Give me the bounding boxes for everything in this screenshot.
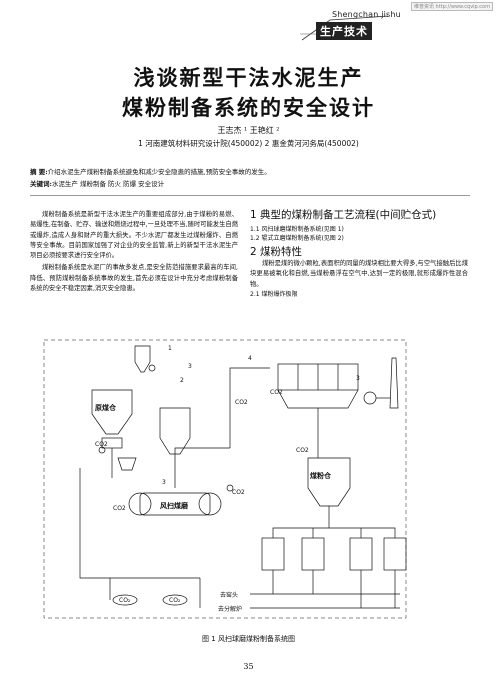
paragraph: 煤粉是煤的微小颗粒,表面积的同量的煤块相比要大得多,与空气接触后比煤块更易被氧化… — [250, 260, 468, 288]
section-badge: 生产技术 — [316, 22, 372, 40]
keywords-text: 水泥生产 煤粉制备 防火 防爆 安全设计 — [51, 180, 165, 188]
body-right-column: 1 典型的煤粉制备工艺流程(中间贮仓式) 1.1 风扫球磨煤粉制备系统(见图 1… — [250, 208, 468, 299]
label-raw-coal-bin: 原煤仓 — [95, 403, 117, 412]
label-co2: CO2 — [235, 399, 248, 406]
keywords: 关键词:水泥生产 煤粉制备 防火 防爆 安全设计 — [30, 178, 470, 188]
coal-powder-bin-shape — [307, 457, 351, 507]
section-badge-latin: Shengchan jishu — [332, 10, 401, 19]
label-to-kiln-head: 去窑头 — [220, 591, 238, 599]
label-number-3: 3 — [188, 363, 192, 370]
label-co2-tank-2: CO₂ — [169, 597, 181, 604]
subsection-heading-2-1: 2.1 煤粉爆炸极限 — [250, 290, 298, 298]
paragraph: 煤粉制备系统是新型干法水泥生产的重要组成部分,由于煤粉的易燃、易爆性,在制备、贮… — [30, 211, 238, 260]
label-number-3: 3 — [162, 479, 166, 486]
raw-coal-bin-shape — [91, 389, 133, 435]
body-left-column: 煤粉制备系统是新型干法水泥生产的重要组成部分,由于煤粉的易燃、易爆性,在制备、贮… — [30, 210, 238, 296]
label-co2: CO2 — [95, 441, 108, 448]
label-number-2: 2 — [180, 377, 184, 384]
label-number-1: 1 — [168, 345, 172, 352]
label-number-4: 4 — [248, 355, 252, 362]
keywords-label: 关键词: — [30, 180, 52, 188]
divider — [30, 195, 470, 196]
ball-mill-shape — [139, 492, 211, 516]
process-flow-diagram: 原煤仓 风扫煤磨 煤粉仓 去窑头 去分解炉 CO₂ CO₂ CO2 CO2 CO… — [40, 338, 470, 623]
watermark: 维普资讯 http://www.cqvip.com — [410, 2, 493, 11]
label-co2: CO2 — [296, 447, 309, 454]
affiliations: 1 河南建筑材料研究设计院(450002) 2 惠金黄河河务局(450002) — [138, 139, 359, 148]
article-title-line-1: 浅谈新型干法水泥生产 — [133, 66, 364, 90]
abstract-text: 介绍水泥生产煤粉制备系统避免和减少安全隐患的措施,预防安全事故的发生。 — [47, 168, 271, 176]
page-number: 35 — [243, 662, 254, 671]
figure-caption: 图 1 风扫球磨煤粉制备系统图 — [202, 635, 295, 643]
label-co2: CO2 — [113, 505, 126, 512]
section-heading-1: 1 典型的煤粉制备工艺流程(中间贮仓式) — [250, 209, 437, 221]
diagram-svg: 原煤仓 风扫煤磨 煤粉仓 去窑头 去分解炉 CO₂ CO₂ CO2 CO2 CO… — [43, 339, 407, 619]
subsection-heading-1-1: 1.1 风扫球磨煤粉制备系统(见图 1) — [250, 226, 344, 233]
article-title-line-2: 煤粉制备系统的安全设计 — [122, 96, 375, 120]
label-coal-powder-bin: 煤粉仓 — [310, 471, 332, 480]
label-to-calciner: 去分解炉 — [218, 605, 242, 613]
subsection-heading-1-2: 1.2 辊式立磨煤粉制备系统(见图 2) — [250, 235, 344, 242]
label-ball-mill: 风扫煤磨 — [160, 501, 188, 510]
label-co2: CO2 — [232, 489, 245, 496]
abstract: 摘 要:介绍水泥生产煤粉制备系统避免和减少安全隐患的措施,预防安全事故的发生。 — [30, 166, 470, 176]
paragraph: 煤粉制备系统是水泥厂的事故多发点,是安全防范措施要求最高的车间,降低、预防煤粉制… — [30, 264, 238, 293]
label-co2: CO2 — [270, 389, 283, 396]
authors: 王志杰 ¹ 王艳红 ² — [217, 126, 280, 135]
label-co2-tank-1: CO₂ — [119, 597, 131, 604]
section-heading-2: 2 煤粉特性 — [250, 246, 303, 258]
label-number-3: 3 — [356, 375, 360, 382]
abstract-label: 摘 要: — [30, 168, 48, 176]
